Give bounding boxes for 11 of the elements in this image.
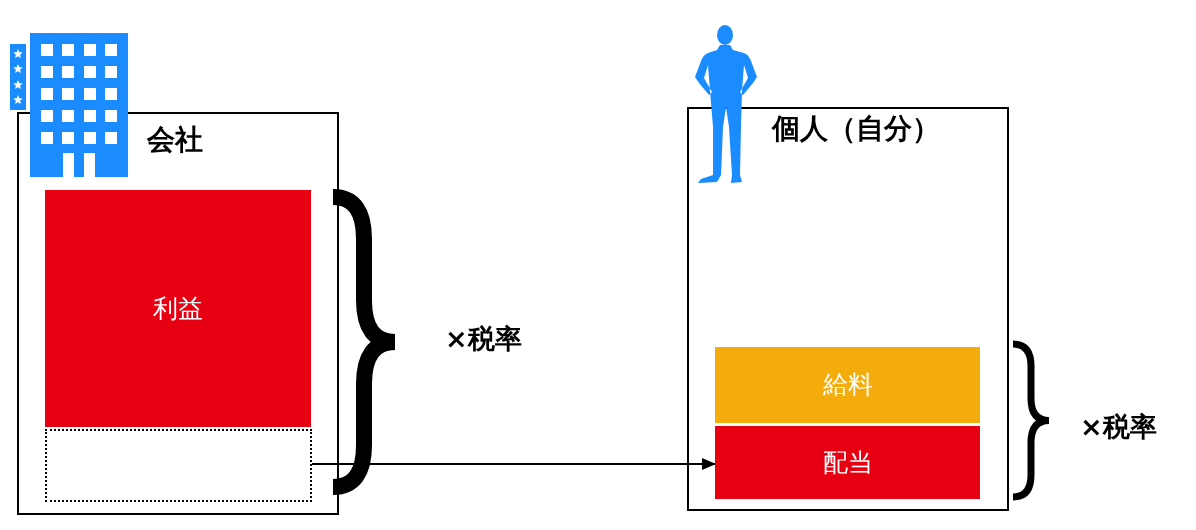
multiplier-label: ×税率 bbox=[445, 324, 522, 354]
multiplier-label: ×税率 bbox=[1080, 412, 1157, 442]
group-frame bbox=[17, 112, 339, 515]
arrow bbox=[311, 458, 716, 470]
value-block: 利益 bbox=[45, 190, 311, 427]
value-block: 給料 bbox=[715, 347, 980, 423]
dotted-box bbox=[45, 429, 312, 502]
group-frame bbox=[687, 107, 1009, 511]
panel-heading: 個人（自分） bbox=[772, 114, 940, 145]
panel-heading: 会社 bbox=[147, 125, 203, 156]
value-block: 配当 bbox=[715, 426, 980, 499]
